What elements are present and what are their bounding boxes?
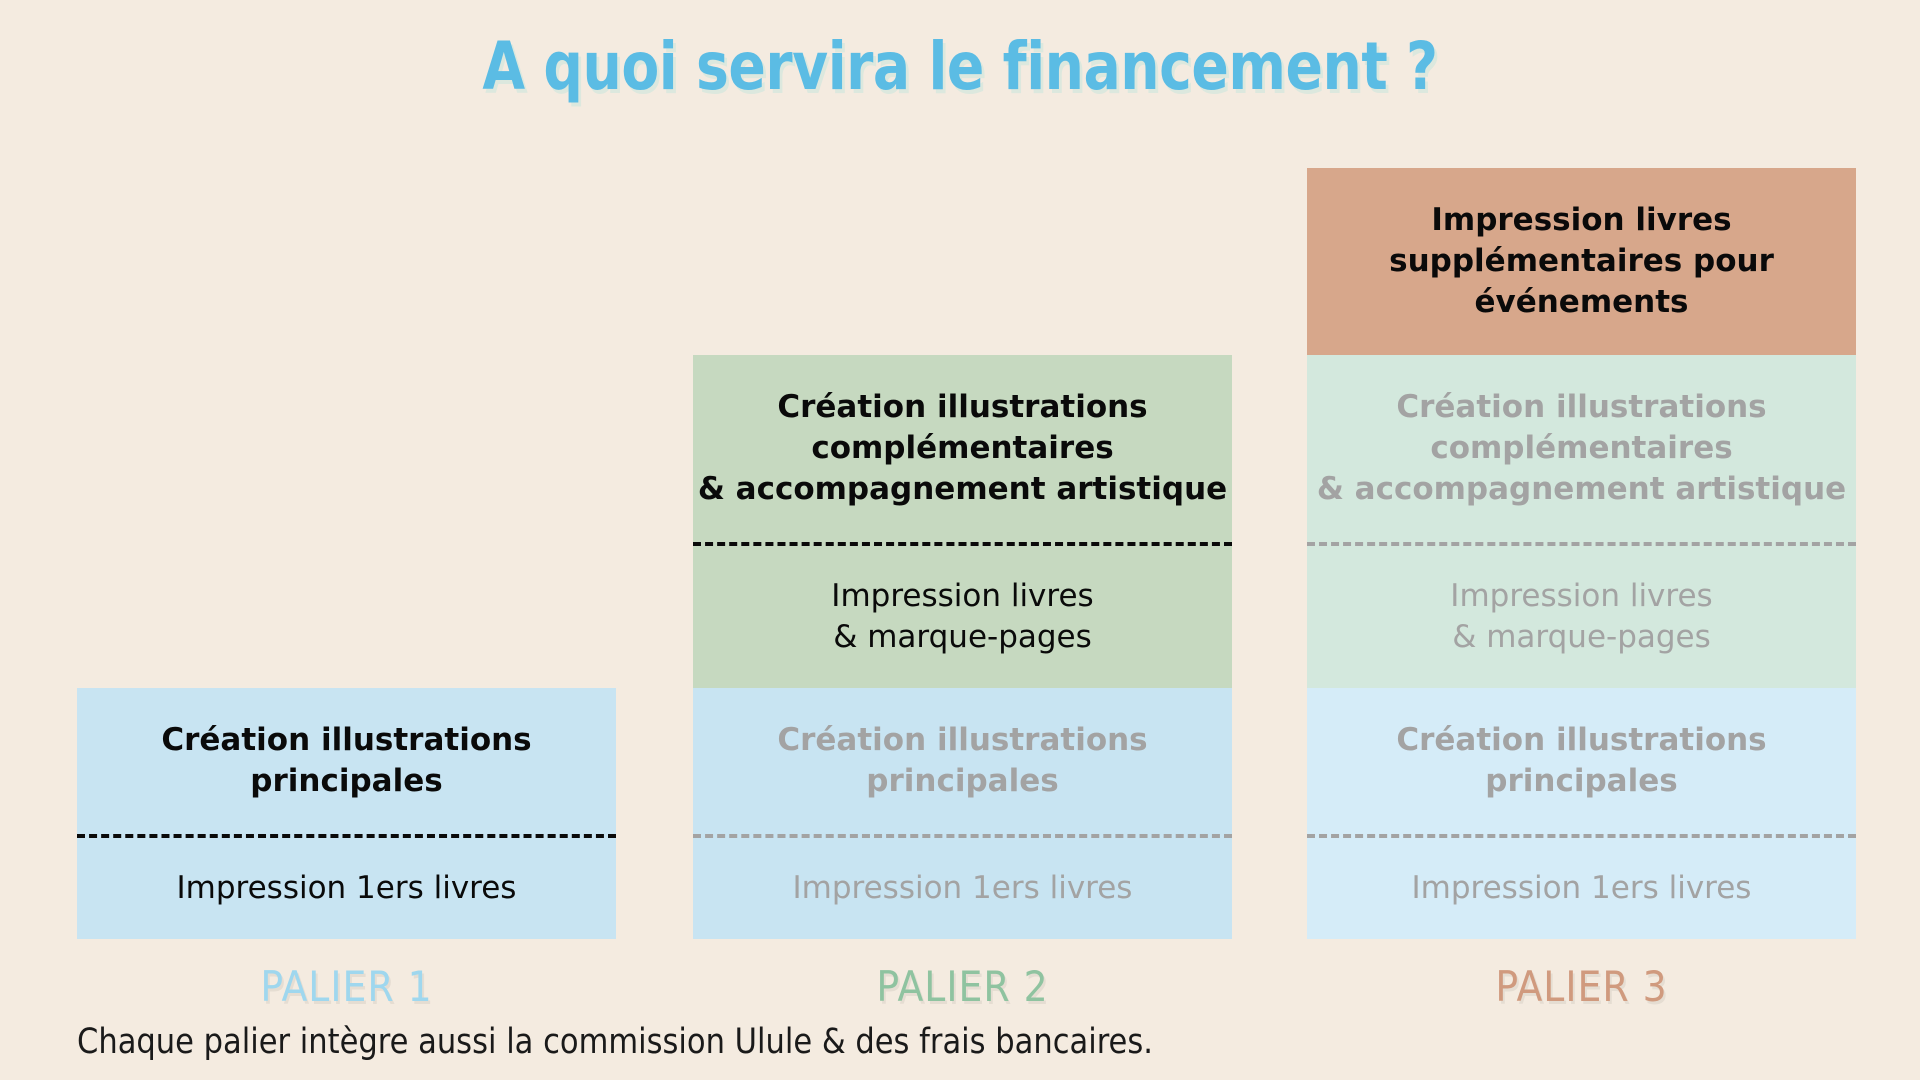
block-heading-group: Création illustrations principales	[693, 688, 1232, 834]
page-title: A quoi servira le financement ?	[482, 28, 1438, 105]
palier-block: Création illustrations complémentaires & a…	[693, 355, 1232, 688]
block-body-line: & marque-pages	[1452, 619, 1711, 655]
palier-block: Création illustrations complémentaires & a…	[1307, 355, 1856, 688]
block-body-group: Impression 1ers livres	[693, 838, 1232, 939]
block-body-line: Impression 1ers livres	[792, 870, 1133, 906]
palier-column-3: Impression livres supplémentaires pour évé…	[1307, 168, 1856, 939]
palier-block: Impression livres supplémentaires pour évé…	[1307, 168, 1856, 355]
block-heading-line: Impression livres	[1431, 202, 1732, 238]
block-heading-group: Création illustrations complémentaires & a…	[693, 355, 1232, 542]
block-body-group: Impression livres & marque-pages	[1307, 546, 1856, 688]
block-heading-line: supplémentaires pour	[1389, 243, 1774, 279]
block-divider	[77, 834, 616, 838]
footnote-text: Chaque palier intègre aussi la commissio…	[77, 1022, 1153, 1062]
block-body-line: Impression livres	[831, 578, 1094, 614]
block-heading-group: Création illustrations complémentaires & a…	[1307, 355, 1856, 542]
block-heading-group: Création illustrations principales	[1307, 688, 1856, 834]
block-heading-line: principales	[250, 763, 443, 799]
palier-column-2: Création illustrations complémentaires & a…	[693, 355, 1232, 939]
block-body-group: Impression livres & marque-pages	[693, 546, 1232, 688]
block-heading-line: événements	[1474, 284, 1689, 320]
block-divider	[1307, 834, 1856, 838]
block-body-line: Impression livres	[1450, 578, 1713, 614]
block-heading-line: & accompagnement artistique	[697, 471, 1228, 507]
block-heading-line: Création illustrations	[777, 722, 1148, 758]
block-heading-line: complémentaires	[1430, 430, 1733, 466]
block-body-line: & marque-pages	[833, 619, 1092, 655]
palier-label-2: PALIER 2	[876, 962, 1049, 1011]
block-heading-line: principales	[866, 763, 1059, 799]
block-heading-line: principales	[1485, 763, 1678, 799]
block-divider	[693, 834, 1232, 838]
block-body-line: Impression 1ers livres	[176, 870, 517, 906]
block-heading-line: Création illustrations	[777, 389, 1148, 425]
block-body-group: Impression 1ers livres	[1307, 838, 1856, 939]
block-heading-line: Création illustrations	[161, 722, 532, 758]
palier-label-1: PALIER 1	[260, 962, 433, 1011]
block-heading-group: Création illustrations principales	[77, 688, 616, 834]
block-heading-line: Création illustrations	[1396, 389, 1767, 425]
block-heading-line: & accompagnement artistique	[1316, 471, 1847, 507]
palier-label-3: PALIER 3	[1495, 962, 1668, 1011]
block-heading-line: complémentaires	[811, 430, 1114, 466]
block-heading-line: Création illustrations	[1396, 722, 1767, 758]
block-heading-group: Impression livres supplémentaires pour évé…	[1307, 168, 1856, 355]
block-body-line: Impression 1ers livres	[1411, 870, 1752, 906]
block-body-group: Impression 1ers livres	[77, 838, 616, 939]
block-divider	[693, 542, 1232, 546]
block-divider	[1307, 542, 1856, 546]
